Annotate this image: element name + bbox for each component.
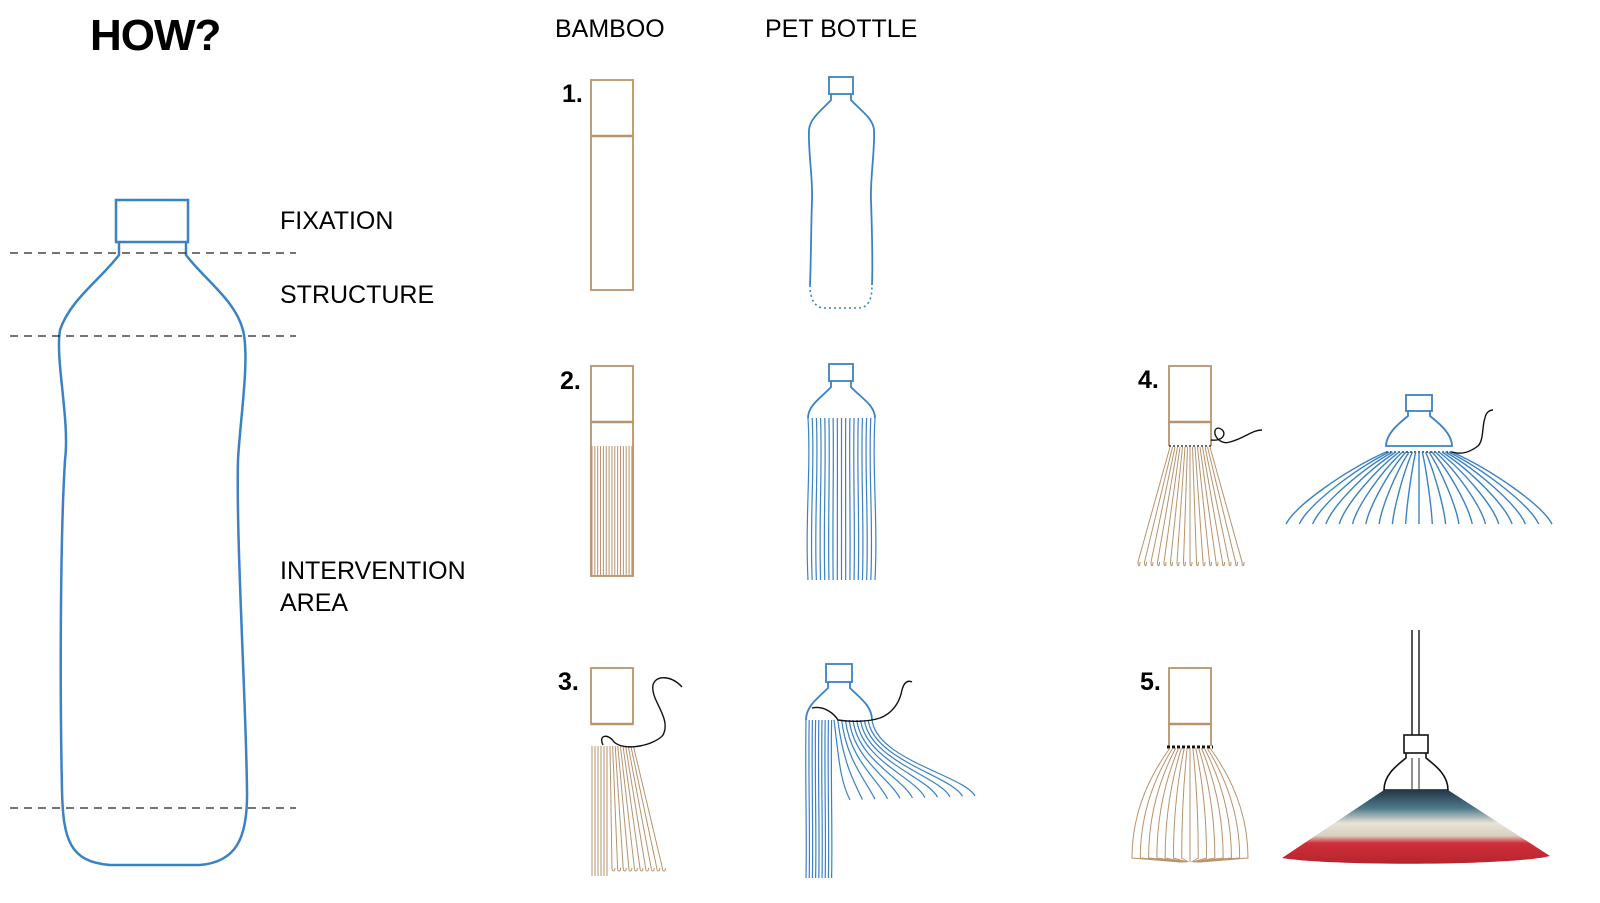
bamboo-strip [1157,748,1184,862]
bottle-strip [819,720,820,878]
bamboo-strip [1193,447,1199,566]
bottle-strip [820,418,821,580]
bottle-strip [822,720,823,878]
step-number-5: 5. [1140,668,1161,696]
step-1-pet-bottle [809,77,874,308]
bottle-strip [824,418,825,580]
bottle-strip [809,720,810,878]
column-heading-pet-bottle: PET BOTTLE [765,15,917,43]
step-5-bamboo [1132,668,1248,862]
bottle-strip [853,720,913,798]
bamboo-strip [1208,447,1238,566]
bottle-strip [862,418,863,580]
bamboo-strip [626,746,649,871]
zone-label-structure: STRUCTURE [280,281,434,309]
bottle-strip [812,720,813,878]
bottle-strip [870,418,872,580]
bottle-strip [866,418,867,580]
step-4-bamboo [1138,366,1262,566]
step-1-bamboo [591,80,633,290]
zone-label-fixation: FIXATION [280,207,393,235]
bamboo-strip [1140,748,1181,862]
bottle-strip [815,720,816,878]
bamboo-strip [1210,447,1244,566]
bottle-strip [825,720,826,878]
step-3-bamboo [591,668,682,876]
bottle-strip [1436,452,1486,524]
bottle-strip [806,720,807,878]
step-2-bamboo [591,366,633,576]
bamboo-strip [1191,748,1198,862]
bamboo-strip [1203,447,1225,566]
bamboo-strip [1158,447,1178,566]
bamboo-strip [1190,447,1192,566]
bottle-strip [854,418,855,580]
bamboo-strip [1196,748,1223,862]
bottle-strip [1353,452,1403,524]
bottle-strip [811,418,813,580]
step-3-pet-bottle [806,664,975,878]
bamboo-strip [1145,447,1173,566]
bamboo-strip [631,746,660,871]
page-title: HOW? [90,11,220,60]
step-number-1: 1. [562,80,583,108]
bottle-strip [831,720,832,878]
bamboo-strip [1132,748,1180,862]
zone-label-intervention: INTERVENTION [280,557,466,585]
bottle-strip [842,720,875,799]
column-heading-bamboo: BAMBOO [555,15,665,43]
bottle-cap [116,200,188,242]
zone-label-area: AREA [280,589,348,617]
bottle-strip [828,720,829,878]
bottle-strip [1422,452,1432,524]
step-number-3: 3. [558,668,579,696]
bottle-strip [872,720,975,796]
bottle-strip [868,720,962,796]
lamp-shade [1282,790,1550,864]
step-5-lamp [1282,630,1550,864]
bottle-strip [858,418,859,580]
bottle-strip [1406,452,1416,524]
bamboo-strip [618,746,632,871]
step-number-4: 4. [1138,366,1159,394]
bottle-strip [874,418,876,580]
step-2-pet-bottle [807,364,876,580]
bamboo-strip [1200,748,1248,862]
anatomy-bottle [59,200,247,865]
bamboo-strip [1199,748,1240,862]
bamboo-strip [610,746,615,871]
bottle-strip [816,418,817,580]
bamboo-strip [1205,447,1231,566]
step-4-pet-bottle [1286,395,1552,524]
bottle-strip [807,418,809,580]
step-number-2: 2. [560,367,581,395]
bottle-strip [829,418,830,580]
bamboo-strip [1182,748,1189,862]
bottle-strip [838,720,863,800]
